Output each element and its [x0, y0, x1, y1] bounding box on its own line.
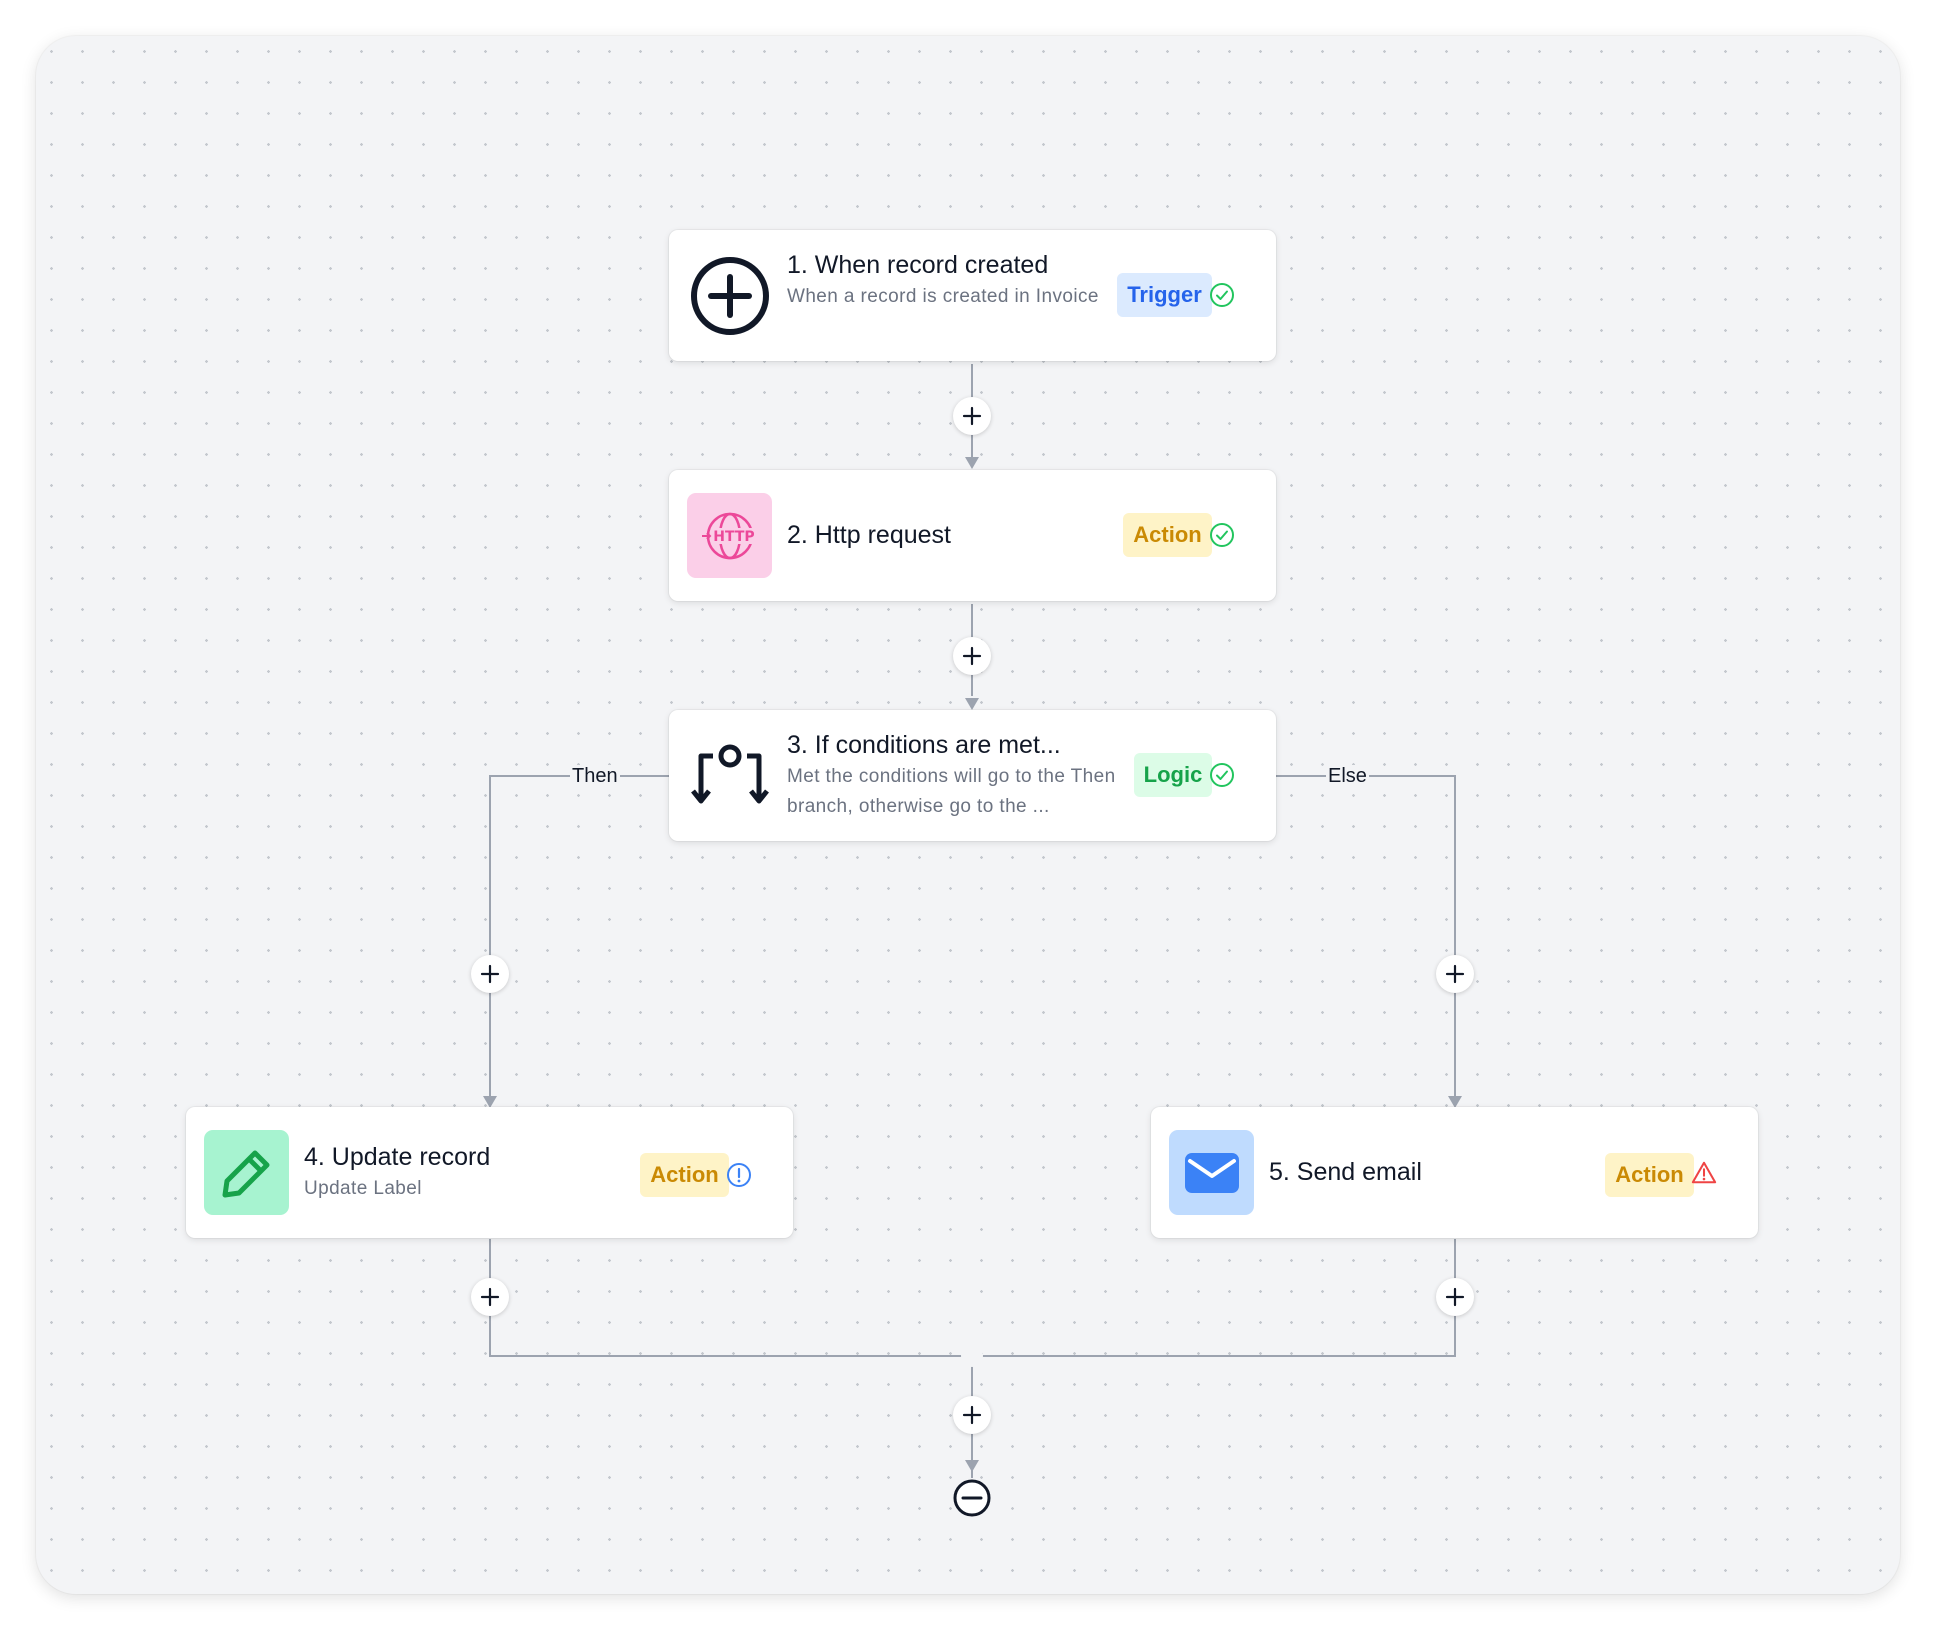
node-description: Met the conditions will go to the Then b… [787, 766, 1116, 817]
end-workflow-icon[interactable] [952, 1478, 992, 1518]
http-globe-icon: HTTP [687, 493, 772, 578]
add-step-button[interactable] [953, 397, 991, 435]
info-circle-icon [727, 1163, 751, 1187]
add-step-button[interactable] [471, 1278, 509, 1316]
else-branch-label: Else [1326, 765, 1369, 787]
check-circle-icon [1210, 763, 1234, 787]
then-branch-label: Then [570, 765, 620, 787]
node-if-conditions[interactable]: 3. If conditions are met... Met the cond… [669, 710, 1276, 841]
add-step-button[interactable] [1436, 1278, 1474, 1316]
action-badge: Action [640, 1153, 729, 1197]
connector-else [1275, 775, 1456, 1102]
node-description: Update Label [304, 1178, 422, 1199]
workflow-canvas[interactable]: 1. When record created When a record is … [36, 36, 1900, 1594]
node-when-record-created[interactable]: 1. When record created When a record is … [669, 230, 1276, 361]
add-step-button[interactable] [953, 637, 991, 675]
node-send-email[interactable]: 5. Send email Action [1151, 1107, 1758, 1238]
connector-then [489, 775, 669, 1102]
plus-icon [962, 1405, 982, 1425]
plus-icon [1445, 964, 1465, 984]
pencil-icon [204, 1130, 289, 1215]
node-description: When a record is created in Invoice [787, 286, 1099, 307]
warning-triangle-icon [1691, 1161, 1717, 1184]
plus-icon [480, 964, 500, 984]
add-step-else-button[interactable] [1436, 955, 1474, 993]
connector-merge [489, 1239, 1456, 1357]
add-step-then-button[interactable] [471, 955, 509, 993]
check-circle-icon [1210, 283, 1234, 307]
merge-node [961, 1345, 983, 1367]
trigger-badge: Trigger [1117, 273, 1212, 317]
add-step-button[interactable] [953, 1396, 991, 1434]
http-icon-text: HTTP [713, 529, 754, 545]
node-title: 5. Send email [1269, 1158, 1422, 1186]
plus-circle-icon [687, 253, 772, 338]
check-circle-icon [1210, 523, 1234, 547]
node-http-request[interactable]: HTTP 2. Http request Action [669, 470, 1276, 601]
logic-badge: Logic [1134, 753, 1212, 797]
node-title: 3. If conditions are met... [787, 731, 1061, 759]
node-update-record[interactable]: 4. Update record Update Label Action [186, 1107, 793, 1238]
node-title: 1. When record created [787, 251, 1049, 279]
plus-icon [480, 1287, 500, 1307]
node-title: 4. Update record [304, 1143, 491, 1171]
action-badge: Action [1123, 513, 1212, 557]
plus-icon [1445, 1287, 1465, 1307]
node-title: 2. Http request [787, 521, 951, 549]
branch-icon [687, 733, 772, 818]
action-badge: Action [1605, 1153, 1694, 1197]
mail-icon [1169, 1130, 1254, 1215]
plus-icon [962, 406, 982, 426]
plus-icon [962, 646, 982, 666]
